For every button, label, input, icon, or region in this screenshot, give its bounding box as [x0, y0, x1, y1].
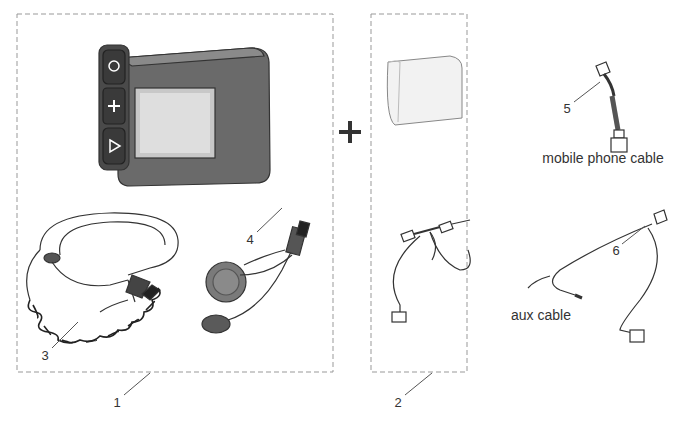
- aux-cable: [528, 210, 667, 342]
- manual-booklet: [387, 56, 462, 125]
- kit-group-box: [17, 14, 333, 372]
- control-unit: [99, 45, 270, 186]
- plus-symbol: [339, 121, 361, 143]
- part-name: mobile phone cable: [542, 151, 663, 165]
- callout-number: 3: [41, 349, 48, 362]
- part-name: aux cable: [511, 308, 571, 322]
- callout-number: 4: [246, 233, 253, 246]
- mobile-phone-cable: [596, 62, 627, 152]
- accessory-group-box: [371, 14, 467, 372]
- callout-number: 2: [394, 396, 401, 409]
- callout-number: 5: [563, 102, 570, 115]
- callout-number: 1: [113, 396, 120, 409]
- callout-number: 6: [612, 244, 619, 257]
- headset-boom-mic: [202, 221, 310, 333]
- leader-lines: [52, 82, 645, 395]
- wiring-harness: [392, 220, 470, 322]
- headset-coil-cable: [27, 213, 178, 343]
